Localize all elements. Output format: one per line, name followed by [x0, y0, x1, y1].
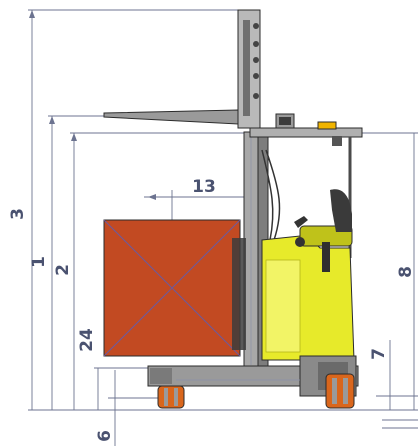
front-wheel-icon — [157, 385, 185, 409]
raised-fork-carriage — [103, 9, 261, 129]
dimension-labels: 3 1 2 13 24 6 7 8 — [8, 177, 416, 442]
dimension-label-1: 1 — [29, 256, 49, 268]
warning-light-icon — [317, 121, 337, 130]
dimension-label-24: 24 — [77, 328, 97, 352]
dimension-lines — [28, 9, 418, 446]
load-box — [103, 219, 246, 357]
dimension-label-3: 3 — [8, 208, 28, 220]
dimension-label-8: 8 — [396, 266, 416, 278]
dimension-label-6: 6 — [95, 430, 115, 442]
dimension-label-2: 2 — [53, 264, 73, 276]
chassis — [147, 355, 359, 397]
dimension-label-7: 7 — [369, 348, 389, 360]
truck-body — [261, 189, 355, 361]
dimension-label-13: 13 — [192, 177, 216, 197]
wheels — [157, 373, 355, 409]
drive-wheel-icon — [325, 373, 355, 409]
